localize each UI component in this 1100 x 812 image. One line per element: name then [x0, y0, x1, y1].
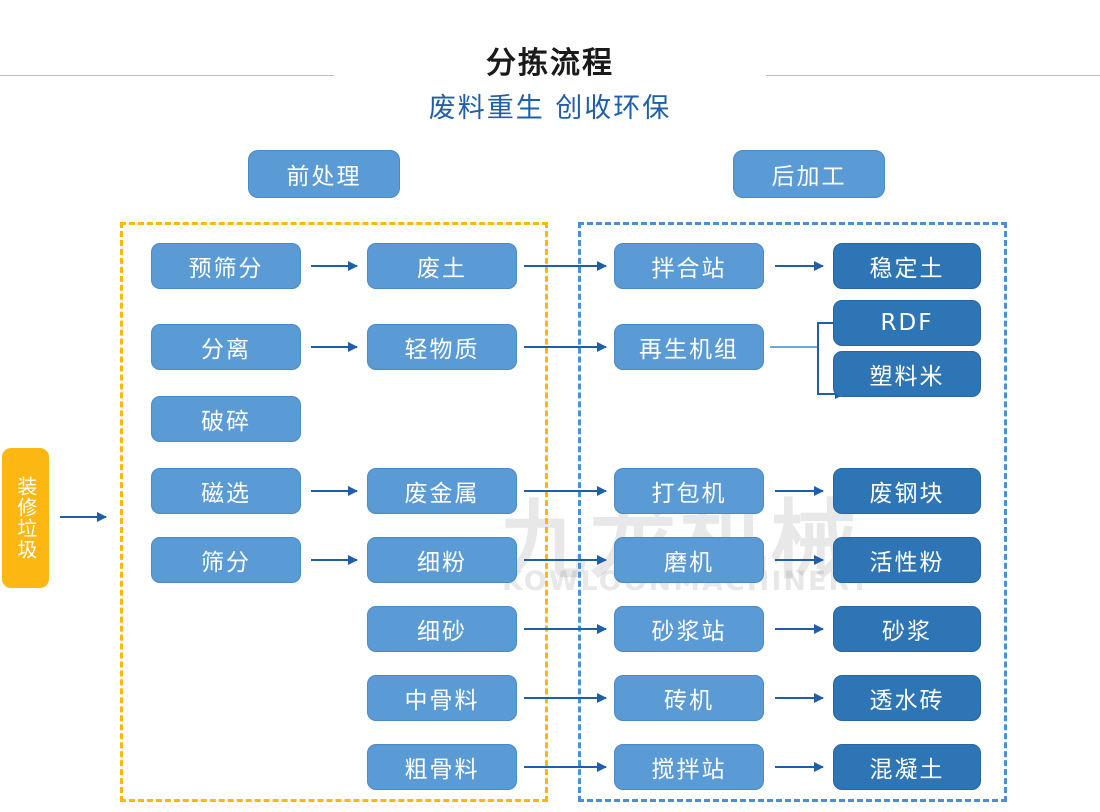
- arrow-scrap-metal-to-baler: [524, 486, 607, 496]
- product-node-plastic-pellets[interactable]: 塑料米: [833, 351, 981, 397]
- product-node-active-powder[interactable]: 活性粉: [833, 537, 981, 583]
- arrow-medium-aggregate-to-brick-machine: [524, 693, 607, 703]
- product-node-permeable-brick[interactable]: 透水砖: [833, 675, 981, 721]
- product-node-mortar[interactable]: 砂浆: [833, 606, 981, 652]
- arrow-magnetic-to-scrap-metal: [311, 486, 358, 496]
- stage-label-pre-treatment[interactable]: 前处理: [248, 150, 400, 198]
- process-node-separation[interactable]: 分离: [151, 324, 301, 370]
- product-node-stabilized-soil[interactable]: 稳定土: [833, 243, 981, 289]
- product-node-rdf[interactable]: RDF: [833, 300, 981, 346]
- arrow-coarse-aggregate-to-mixing-plant: [524, 762, 607, 772]
- arrow-fine-sand-to-mortar-station: [524, 624, 607, 634]
- process-node-screening[interactable]: 筛分: [151, 537, 301, 583]
- arrow-brick-machine-to-permeable-brick: [775, 693, 824, 703]
- post-processing-group-frame: [578, 222, 1007, 802]
- input-node-construction-waste[interactable]: 装修垃圾: [2, 448, 49, 588]
- material-node-fine-powder[interactable]: 细粉: [367, 537, 517, 583]
- arrow-screening-to-fine-powder: [311, 555, 358, 565]
- arrow-baler-to-scrap-steel: [775, 486, 824, 496]
- equipment-node-mill[interactable]: 磨机: [614, 537, 764, 583]
- equipment-node-mixing-station[interactable]: 拌合站: [614, 243, 764, 289]
- arrow-pre-screening-to-waste-soil: [311, 261, 358, 271]
- arrow-mill-to-active-powder: [775, 555, 824, 565]
- material-node-coarse-aggregate[interactable]: 粗骨料: [367, 744, 517, 790]
- pre-treatment-group-frame: [120, 222, 548, 802]
- arrow-fine-powder-to-mill: [524, 555, 607, 565]
- product-node-concrete[interactable]: 混凝土: [833, 744, 981, 790]
- arrow-light-material-to-recycling-unit: [524, 342, 607, 352]
- arrow-input-to-pre-treatment: [60, 512, 107, 522]
- arrow-mixing-station-to-stabilized-soil: [775, 261, 824, 271]
- equipment-node-mortar-station[interactable]: 砂浆站: [614, 606, 764, 652]
- page-title: 分拣流程: [334, 36, 766, 84]
- arrow-waste-soil-to-mixing-station: [524, 261, 607, 271]
- arrow-mixing-plant-to-concrete: [775, 762, 824, 772]
- page-subtitle: 废料重生 创收环保: [334, 84, 766, 127]
- equipment-node-mixing-plant[interactable]: 搅拌站: [614, 744, 764, 790]
- material-node-medium-aggregate[interactable]: 中骨料: [367, 675, 517, 721]
- process-node-crushing[interactable]: 破碎: [151, 396, 301, 442]
- material-node-scrap-metal[interactable]: 废金属: [367, 468, 517, 514]
- process-node-magnetic-separation[interactable]: 磁选: [151, 468, 301, 514]
- equipment-node-baler[interactable]: 打包机: [614, 468, 764, 514]
- material-node-light-material[interactable]: 轻物质: [367, 324, 517, 370]
- material-node-waste-soil[interactable]: 废土: [367, 243, 517, 289]
- material-node-fine-sand[interactable]: 细砂: [367, 606, 517, 652]
- input-node-label: 装修垃圾: [13, 476, 38, 560]
- process-node-pre-screening[interactable]: 预筛分: [151, 243, 301, 289]
- product-node-scrap-steel[interactable]: 废钢块: [833, 468, 981, 514]
- stage-label-post-processing[interactable]: 后加工: [733, 150, 885, 198]
- arrow-separation-to-light-material: [311, 342, 358, 352]
- equipment-node-brick-machine[interactable]: 砖机: [614, 675, 764, 721]
- branch-stem-recycling-unit: [770, 346, 818, 348]
- arrow-mortar-station-to-mortar: [775, 624, 824, 634]
- branch-riser-recycling-unit: [817, 322, 819, 394]
- equipment-node-recycling-unit[interactable]: 再生机组: [614, 324, 764, 370]
